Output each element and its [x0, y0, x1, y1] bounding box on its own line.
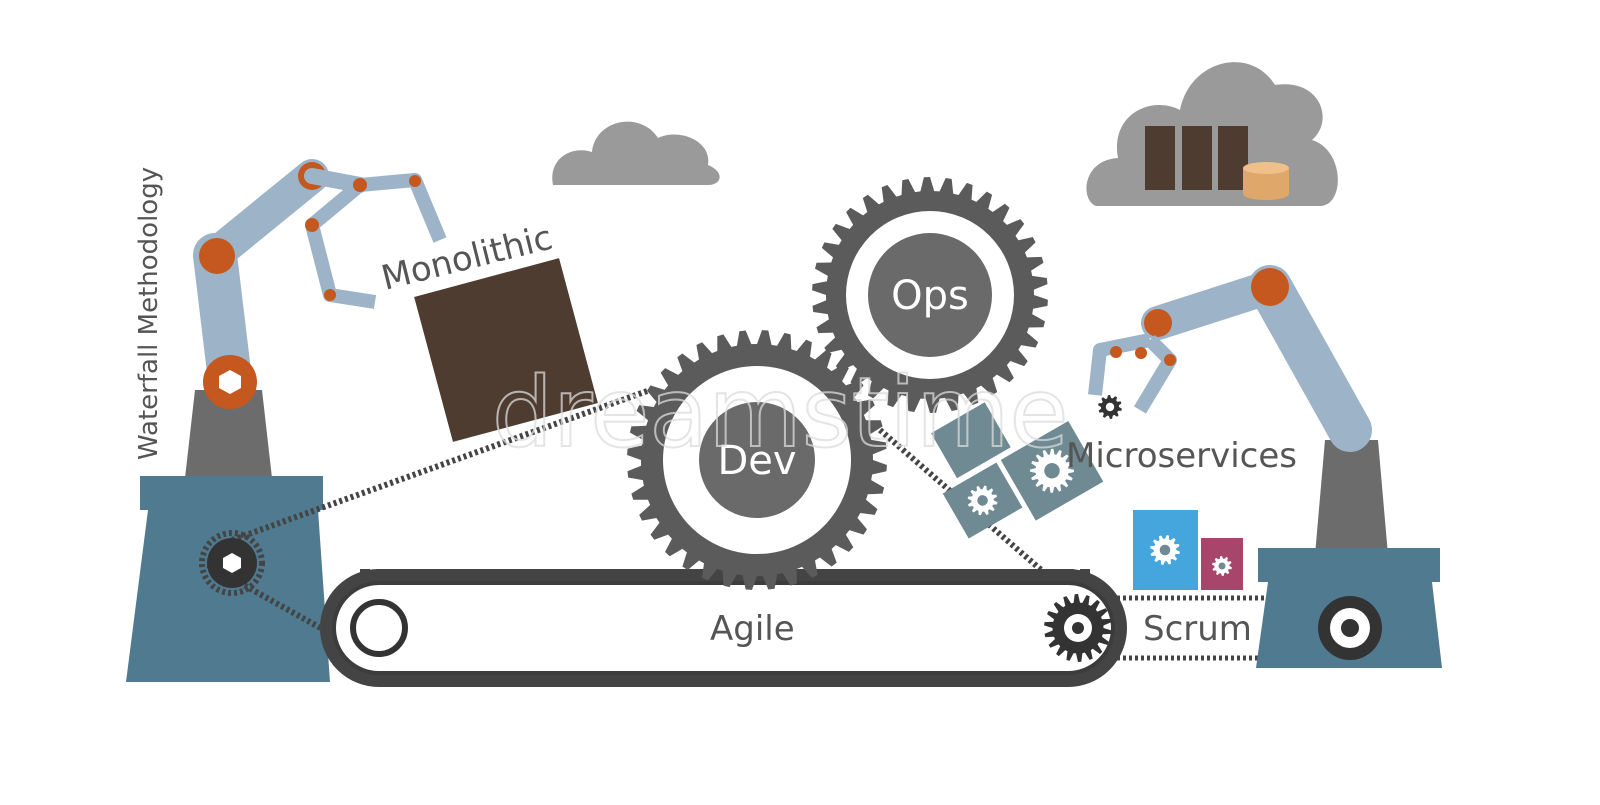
ops-gear: Ops: [812, 177, 1048, 413]
left-roller-icon: [350, 599, 408, 657]
server-icon: [1145, 126, 1248, 190]
dev-label: Dev: [717, 438, 796, 484]
microservice-tiles: [931, 402, 1104, 539]
gear-icon: [967, 485, 998, 516]
microservices-label: Microservices: [1066, 436, 1297, 476]
agile-label: Agile: [710, 609, 795, 649]
scrum-containers: [1133, 510, 1243, 590]
ops-label: Ops: [891, 273, 969, 319]
left-pulley-icon: [207, 538, 257, 588]
waterfall-methodology-label: Waterfall Methodology: [134, 167, 164, 460]
dev-gear: Dev: [627, 330, 887, 590]
gear-icon: [1150, 535, 1180, 565]
gear-icon: [1212, 556, 1232, 576]
left-robot-arm-icon: [126, 159, 447, 682]
watermark: dreamstime: [492, 357, 1069, 469]
small-cloud-icon: [552, 121, 720, 185]
gear-icon: [1098, 395, 1122, 419]
gear-icon: [1030, 448, 1074, 493]
database-icon: [1243, 162, 1289, 200]
server-cloud-icon: [1086, 62, 1338, 206]
scrum-label: Scrum: [1143, 609, 1252, 649]
monolithic-box: [414, 258, 598, 442]
scrum-roller-icon: [1318, 596, 1382, 660]
